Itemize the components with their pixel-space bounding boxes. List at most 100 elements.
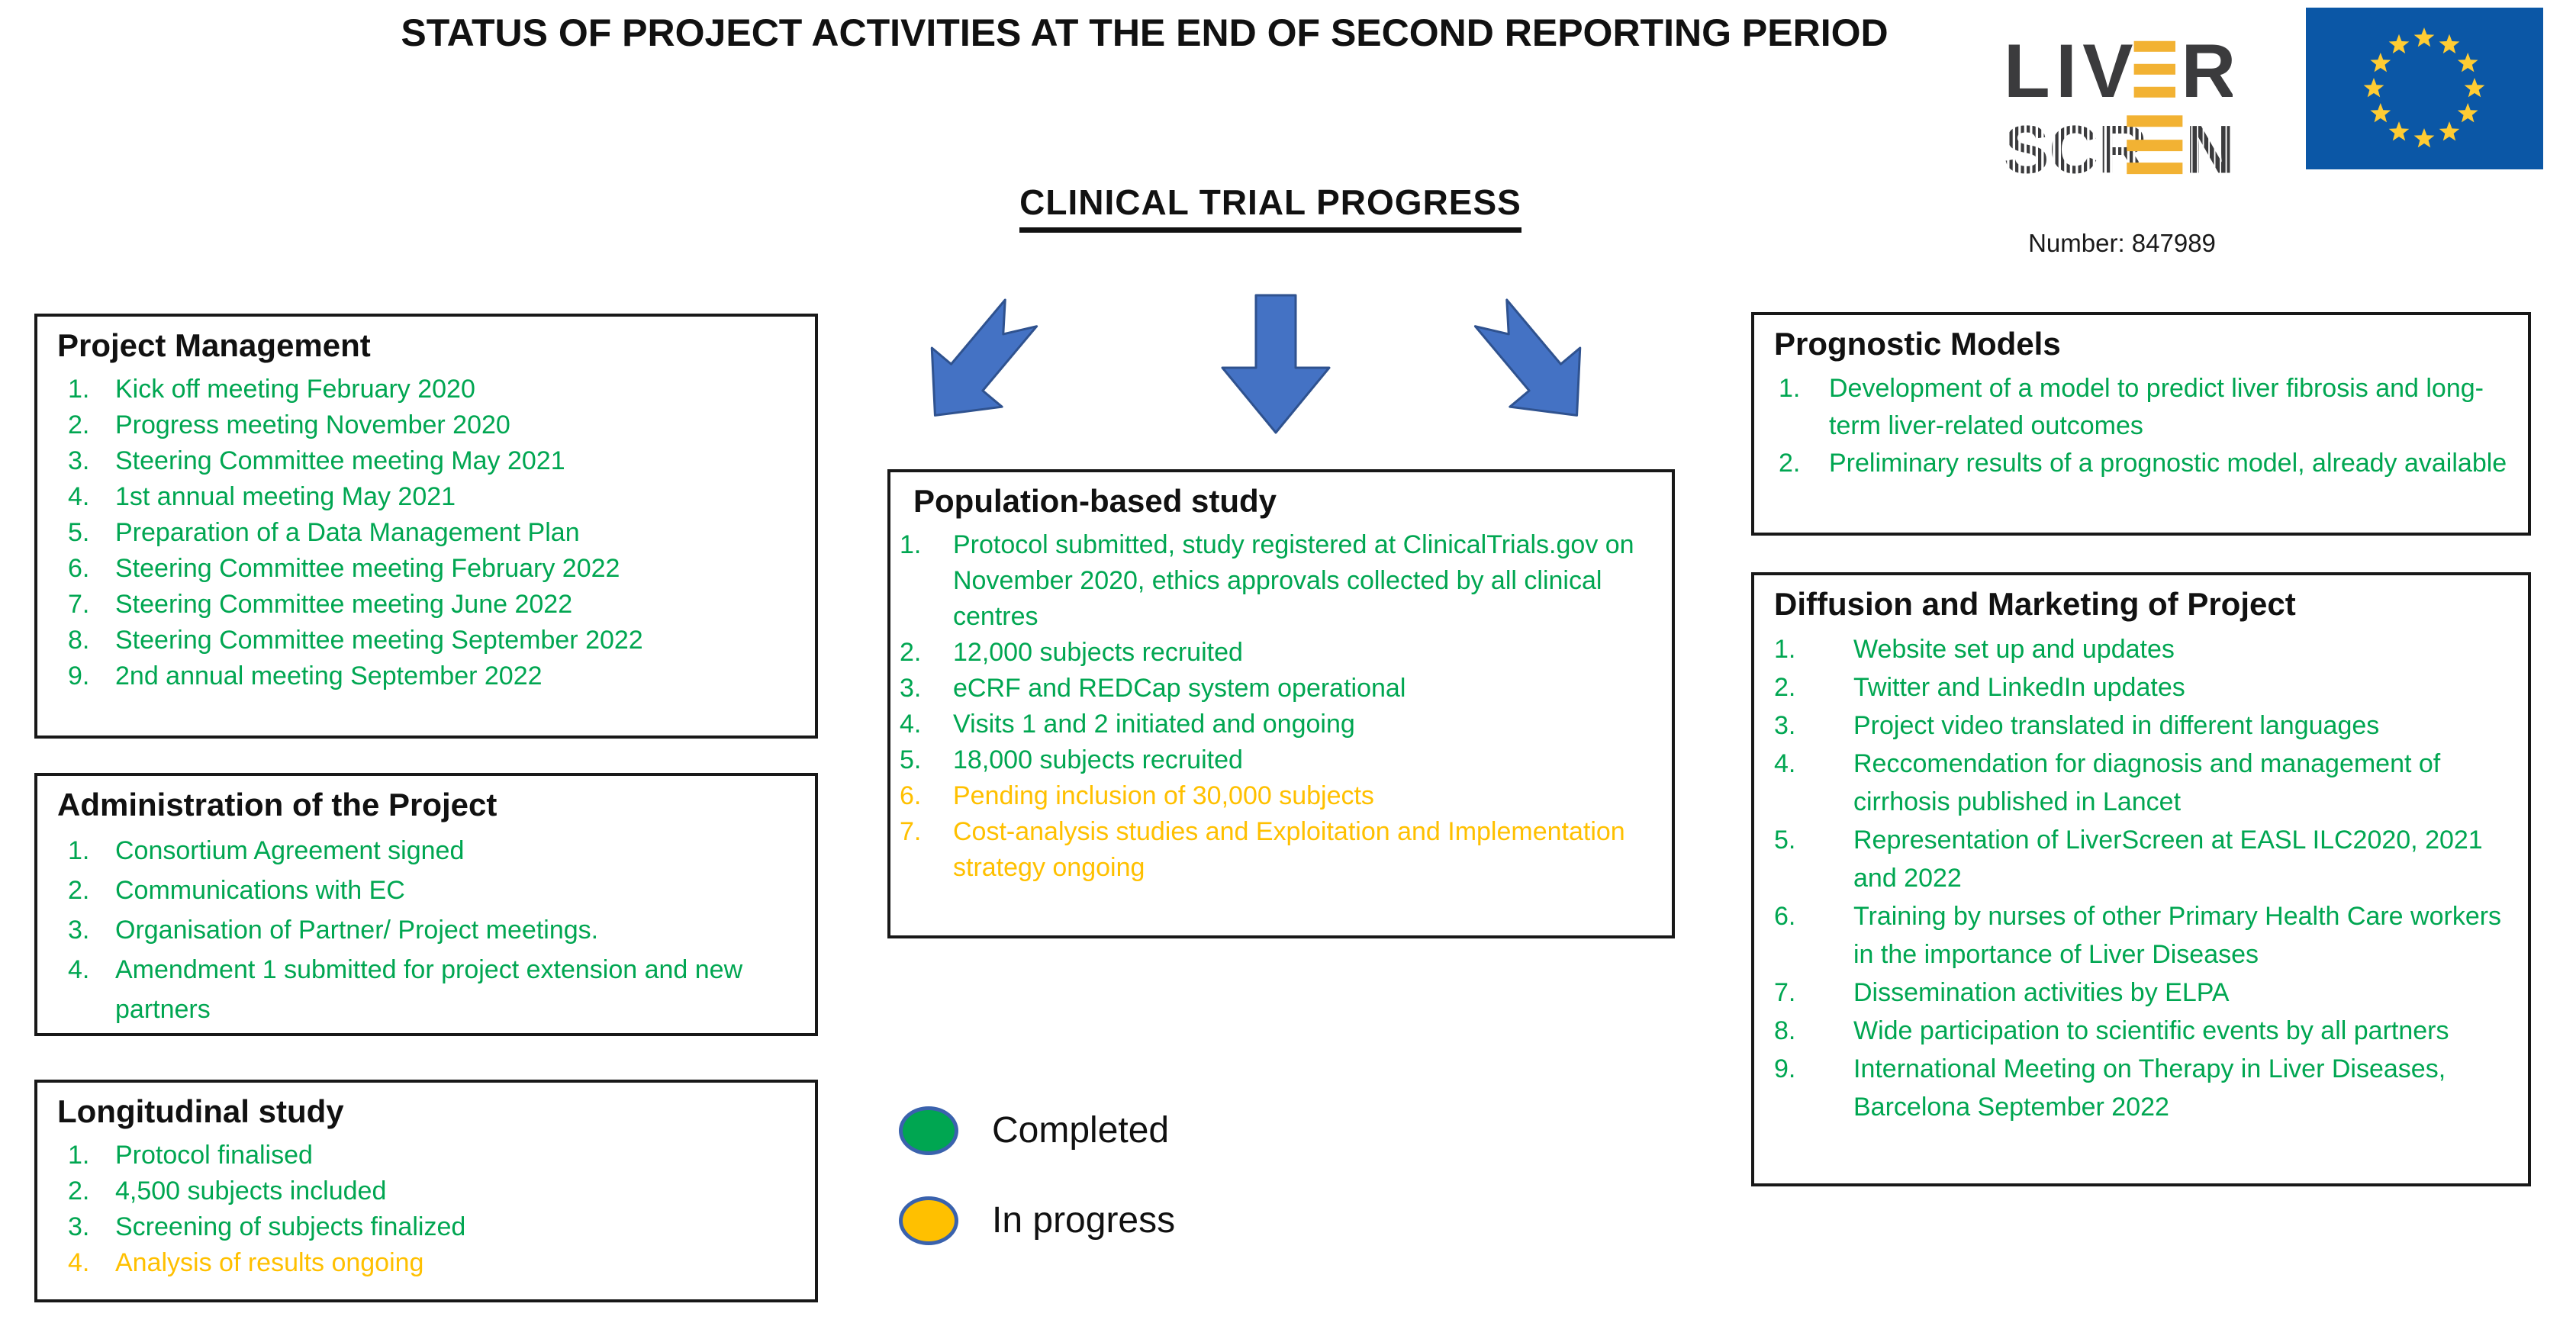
item-text: Dissemination activities by ELPA	[1853, 978, 2230, 1007]
item-text: 1st annual meeting May 2021	[115, 482, 456, 511]
item-number: 2.	[1774, 673, 1796, 702]
list-item: 4.Amendment 1 submitted for project exte…	[68, 950, 815, 1029]
item-number: 2.	[68, 1177, 90, 1206]
item-text: Project video translated in different la…	[1853, 711, 2380, 740]
eu-flag-icon	[2306, 8, 2543, 169]
item-number: 2.	[68, 876, 90, 905]
grant-number: Number: 847989	[2028, 229, 2216, 257]
logo-text-scr: SCR	[2004, 111, 2147, 183]
item-text: Steering Committee meeting June 2022	[115, 590, 573, 619]
item-text: Organisation of Partner/ Project meeting…	[115, 916, 599, 945]
list-item: 5.18,000 subjects recruited	[900, 742, 1672, 778]
longitudinal-study-box: Longitudinal study 1.Protocol finalised 2…	[34, 1080, 818, 1302]
list-item: 4.Reccomendation for diagnosis and manag…	[1774, 745, 2528, 821]
item-number: 1.	[1774, 635, 1796, 664]
list-item: 4.Analysis of results ongoing	[68, 1245, 815, 1281]
item-text: International Meeting on Therapy in Live…	[1853, 1054, 2446, 1122]
item-text: Development of a model to predict liver …	[1829, 374, 2484, 440]
item-text: eCRF and REDCap system operational	[953, 674, 1406, 703]
section-title-wrap: CLINICAL TRIAL PROGRESS	[889, 182, 1652, 233]
item-text: Training by nurses of other Primary Heal…	[1853, 902, 2502, 969]
box-title: Prognostic Models	[1774, 326, 2061, 362]
prognostic-list: 1.Development of a model to predict live…	[1754, 370, 2528, 482]
item-number: 1.	[68, 836, 90, 865]
item-text: 18,000 subjects recruited	[953, 745, 1243, 774]
item-number: 8.	[68, 626, 90, 655]
liverscreen-logo: LIV R SCR N	[2004, 31, 2233, 183]
logo-e-bars-bottom	[2127, 115, 2183, 175]
item-number: 5.	[1774, 826, 1796, 855]
prognostic-models-box: Prognostic Models 1.Development of a mod…	[1751, 312, 2531, 536]
population-based-study-box: Population-based study 1.Protocol submit…	[887, 469, 1675, 938]
list-item: 1.Protocol submitted, study registered a…	[900, 527, 1672, 635]
list-item: 8. Steering Committee meeting September 2…	[68, 623, 815, 658]
in-progress-legend-label: In progress	[992, 1200, 1176, 1241]
item-number: 7.	[68, 590, 90, 619]
list-item: 9.2nd annual meeting September 2022	[68, 658, 815, 694]
logo-text-n: N	[2185, 111, 2233, 183]
box-title: Longitudinal study	[57, 1093, 344, 1129]
item-number: 1.	[68, 375, 90, 404]
list-item: 2.12,000 subjects recruited	[900, 635, 1672, 671]
list-item: 3. Organisation of Partner/ Project meeti…	[68, 910, 815, 950]
item-text: Communications with EC	[115, 876, 405, 905]
item-text: Cost-analysis studies and Exploitation a…	[953, 817, 1625, 882]
section-title: CLINICAL TRIAL PROGRESS	[1019, 182, 1521, 233]
item-text: Steering Committee meeting February 2022	[115, 554, 620, 583]
item-text: Preparation of a Data Management Plan	[115, 518, 580, 547]
item-text: Steering Committee meeting September 202…	[115, 626, 643, 655]
item-text: Kick off meeting February 2020	[115, 375, 475, 404]
item-text: Amendment 1 submitted for project extens…	[115, 955, 743, 1024]
logo-text-r: R	[2182, 31, 2233, 114]
list-item: 1.Protocol finalised	[68, 1138, 815, 1173]
box-title: Administration of the Project	[57, 787, 497, 822]
list-item: 3. Project video translated in different …	[1774, 707, 2528, 745]
item-text: Protocol finalised	[115, 1141, 313, 1170]
logo-row1: LIV R	[2004, 31, 2233, 114]
item-text: 4,500 subjects included	[115, 1177, 387, 1206]
item-number: 3.	[68, 916, 90, 945]
item-text: 2nd annual meeting September 2022	[115, 662, 543, 690]
logo-row2: SCR N	[2004, 111, 2233, 183]
down-left-arrow-icon	[930, 298, 1038, 417]
item-number: 8.	[1774, 1016, 1796, 1045]
list-item: 2.Preliminary results of a prognostic mo…	[1779, 445, 2528, 482]
box-title: Project Management	[57, 327, 371, 363]
item-number: 6.	[1774, 902, 1796, 931]
arrows-group	[930, 294, 1582, 434]
diffusion-marketing-box: Diffusion and Marketing of Project 1. Web…	[1751, 572, 2531, 1186]
item-text: Visits 1 and 2 initiated and ongoing	[953, 710, 1355, 739]
item-text: Website set up and updates	[1853, 635, 2175, 664]
item-number: 3.	[68, 1212, 90, 1241]
list-item: 5. Representation of LiverScreen at EASL …	[1774, 821, 2528, 897]
population-list: 1.Protocol submitted, study registered a…	[890, 527, 1672, 886]
item-number: 6.	[900, 781, 922, 810]
item-text: Progress meeting November 2020	[115, 410, 510, 439]
longitudinal-list: 1.Protocol finalised 2. 4,500 subjects inc…	[37, 1138, 815, 1281]
item-number: 1.	[900, 530, 922, 559]
item-text: Twitter and LinkedIn updates	[1853, 673, 2185, 702]
list-item: 5.Preparation of a Data Management Plan	[68, 515, 815, 551]
item-number: 4.	[1774, 749, 1796, 778]
in-progress-legend-dot	[899, 1196, 958, 1245]
list-item: 8.Wide participation to scientific event…	[1774, 1012, 2528, 1050]
item-number: 3.	[1774, 711, 1796, 740]
item-number: 7.	[900, 817, 922, 846]
item-number: 9.	[1774, 1054, 1796, 1083]
item-text: Screening of subjects finalized	[115, 1212, 466, 1241]
down-arrow-icon	[1221, 294, 1331, 434]
box-title: Population-based study	[913, 483, 1277, 519]
item-number: 7.	[1774, 978, 1796, 1007]
item-text: Representation of LiverScreen at EASL IL…	[1853, 826, 2483, 893]
box-title: Diffusion and Marketing of Project	[1774, 586, 2296, 622]
item-number: 3.	[900, 674, 922, 703]
list-item: 7. Cost-analysis studies and Exploitation…	[900, 814, 1672, 886]
item-number: 3.	[68, 446, 90, 475]
list-item: 6. Training by nurses of other Primary He…	[1774, 897, 2528, 974]
list-item: 3. eCRF and REDCap system operational	[900, 671, 1672, 707]
page-title: STATUS OF PROJECT ACTIVITIES AT THE END …	[401, 11, 1889, 54]
list-item: 7. Steering Committee meeting June 2022	[68, 587, 815, 623]
